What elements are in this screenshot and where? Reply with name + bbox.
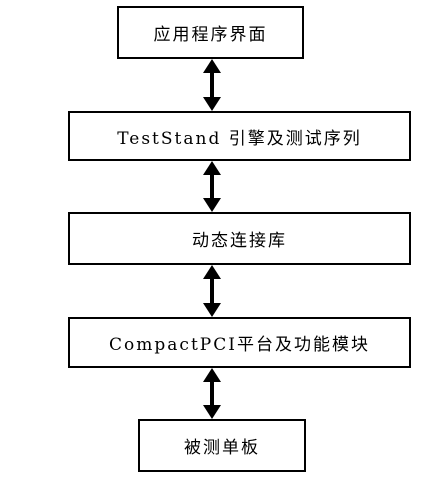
bidirectional-arrow-icon	[203, 265, 221, 317]
layer-label-compactpci-platform: CompactPCI平台及功能模块	[109, 335, 370, 355]
layer-box-teststand-engine: TestStand 引擎及测试序列	[68, 111, 411, 161]
layer-label-teststand-engine: TestStand 引擎及测试序列	[117, 128, 362, 149]
layer-box-compactpci-platform: CompactPCI平台及功能模块	[68, 317, 411, 368]
bidirectional-arrow-icon	[203, 368, 221, 419]
layer-box-dynamic-link-library: 动态连接库	[68, 212, 411, 265]
bidirectional-arrow-icon	[203, 59, 221, 111]
bidirectional-arrow-icon	[203, 161, 221, 212]
layer-label-board-under-test: 被测单板	[184, 438, 260, 458]
layer-box-board-under-test: 被测单板	[138, 419, 306, 472]
layer-box-application-ui: 应用程序界面	[117, 6, 304, 59]
layer-label-dynamic-link-library: 动态连接库	[192, 231, 287, 251]
layer-label-application-ui: 应用程序界面	[153, 25, 268, 45]
